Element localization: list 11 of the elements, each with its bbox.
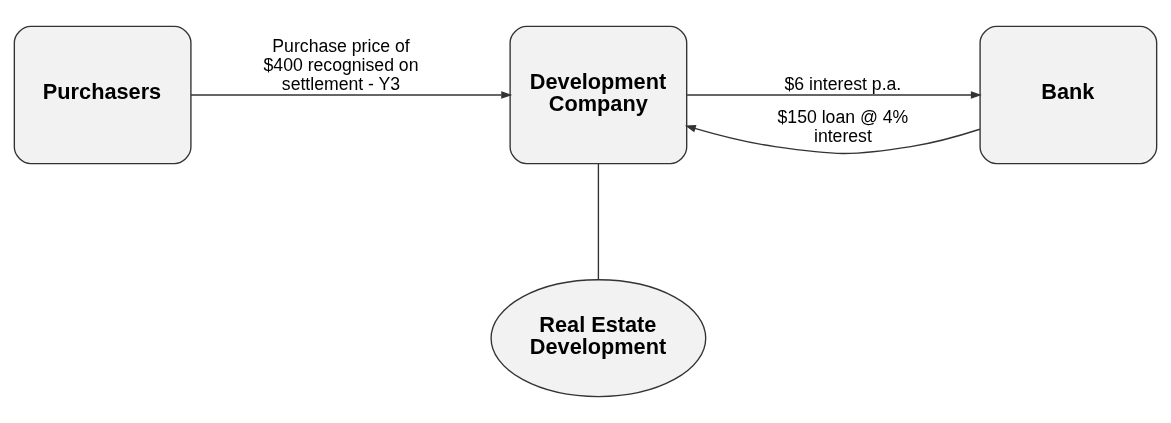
edge-label: $6 interest p.a. (784, 74, 902, 95)
node-box: Development Company (509, 25, 688, 165)
edge-label: $150 loan @ 4% interest (777, 106, 909, 146)
connector (597, 163, 600, 281)
edge-label: Purchase price of $400 recognised on settlement - Y3 (263, 36, 419, 95)
node-ellipse: Real Estate Development (490, 279, 707, 398)
arrow (686, 91, 982, 99)
node-box: Bank (979, 25, 1158, 165)
node-box: Purchasers (13, 25, 192, 165)
arrow (190, 91, 513, 99)
arrow (684, 124, 981, 155)
